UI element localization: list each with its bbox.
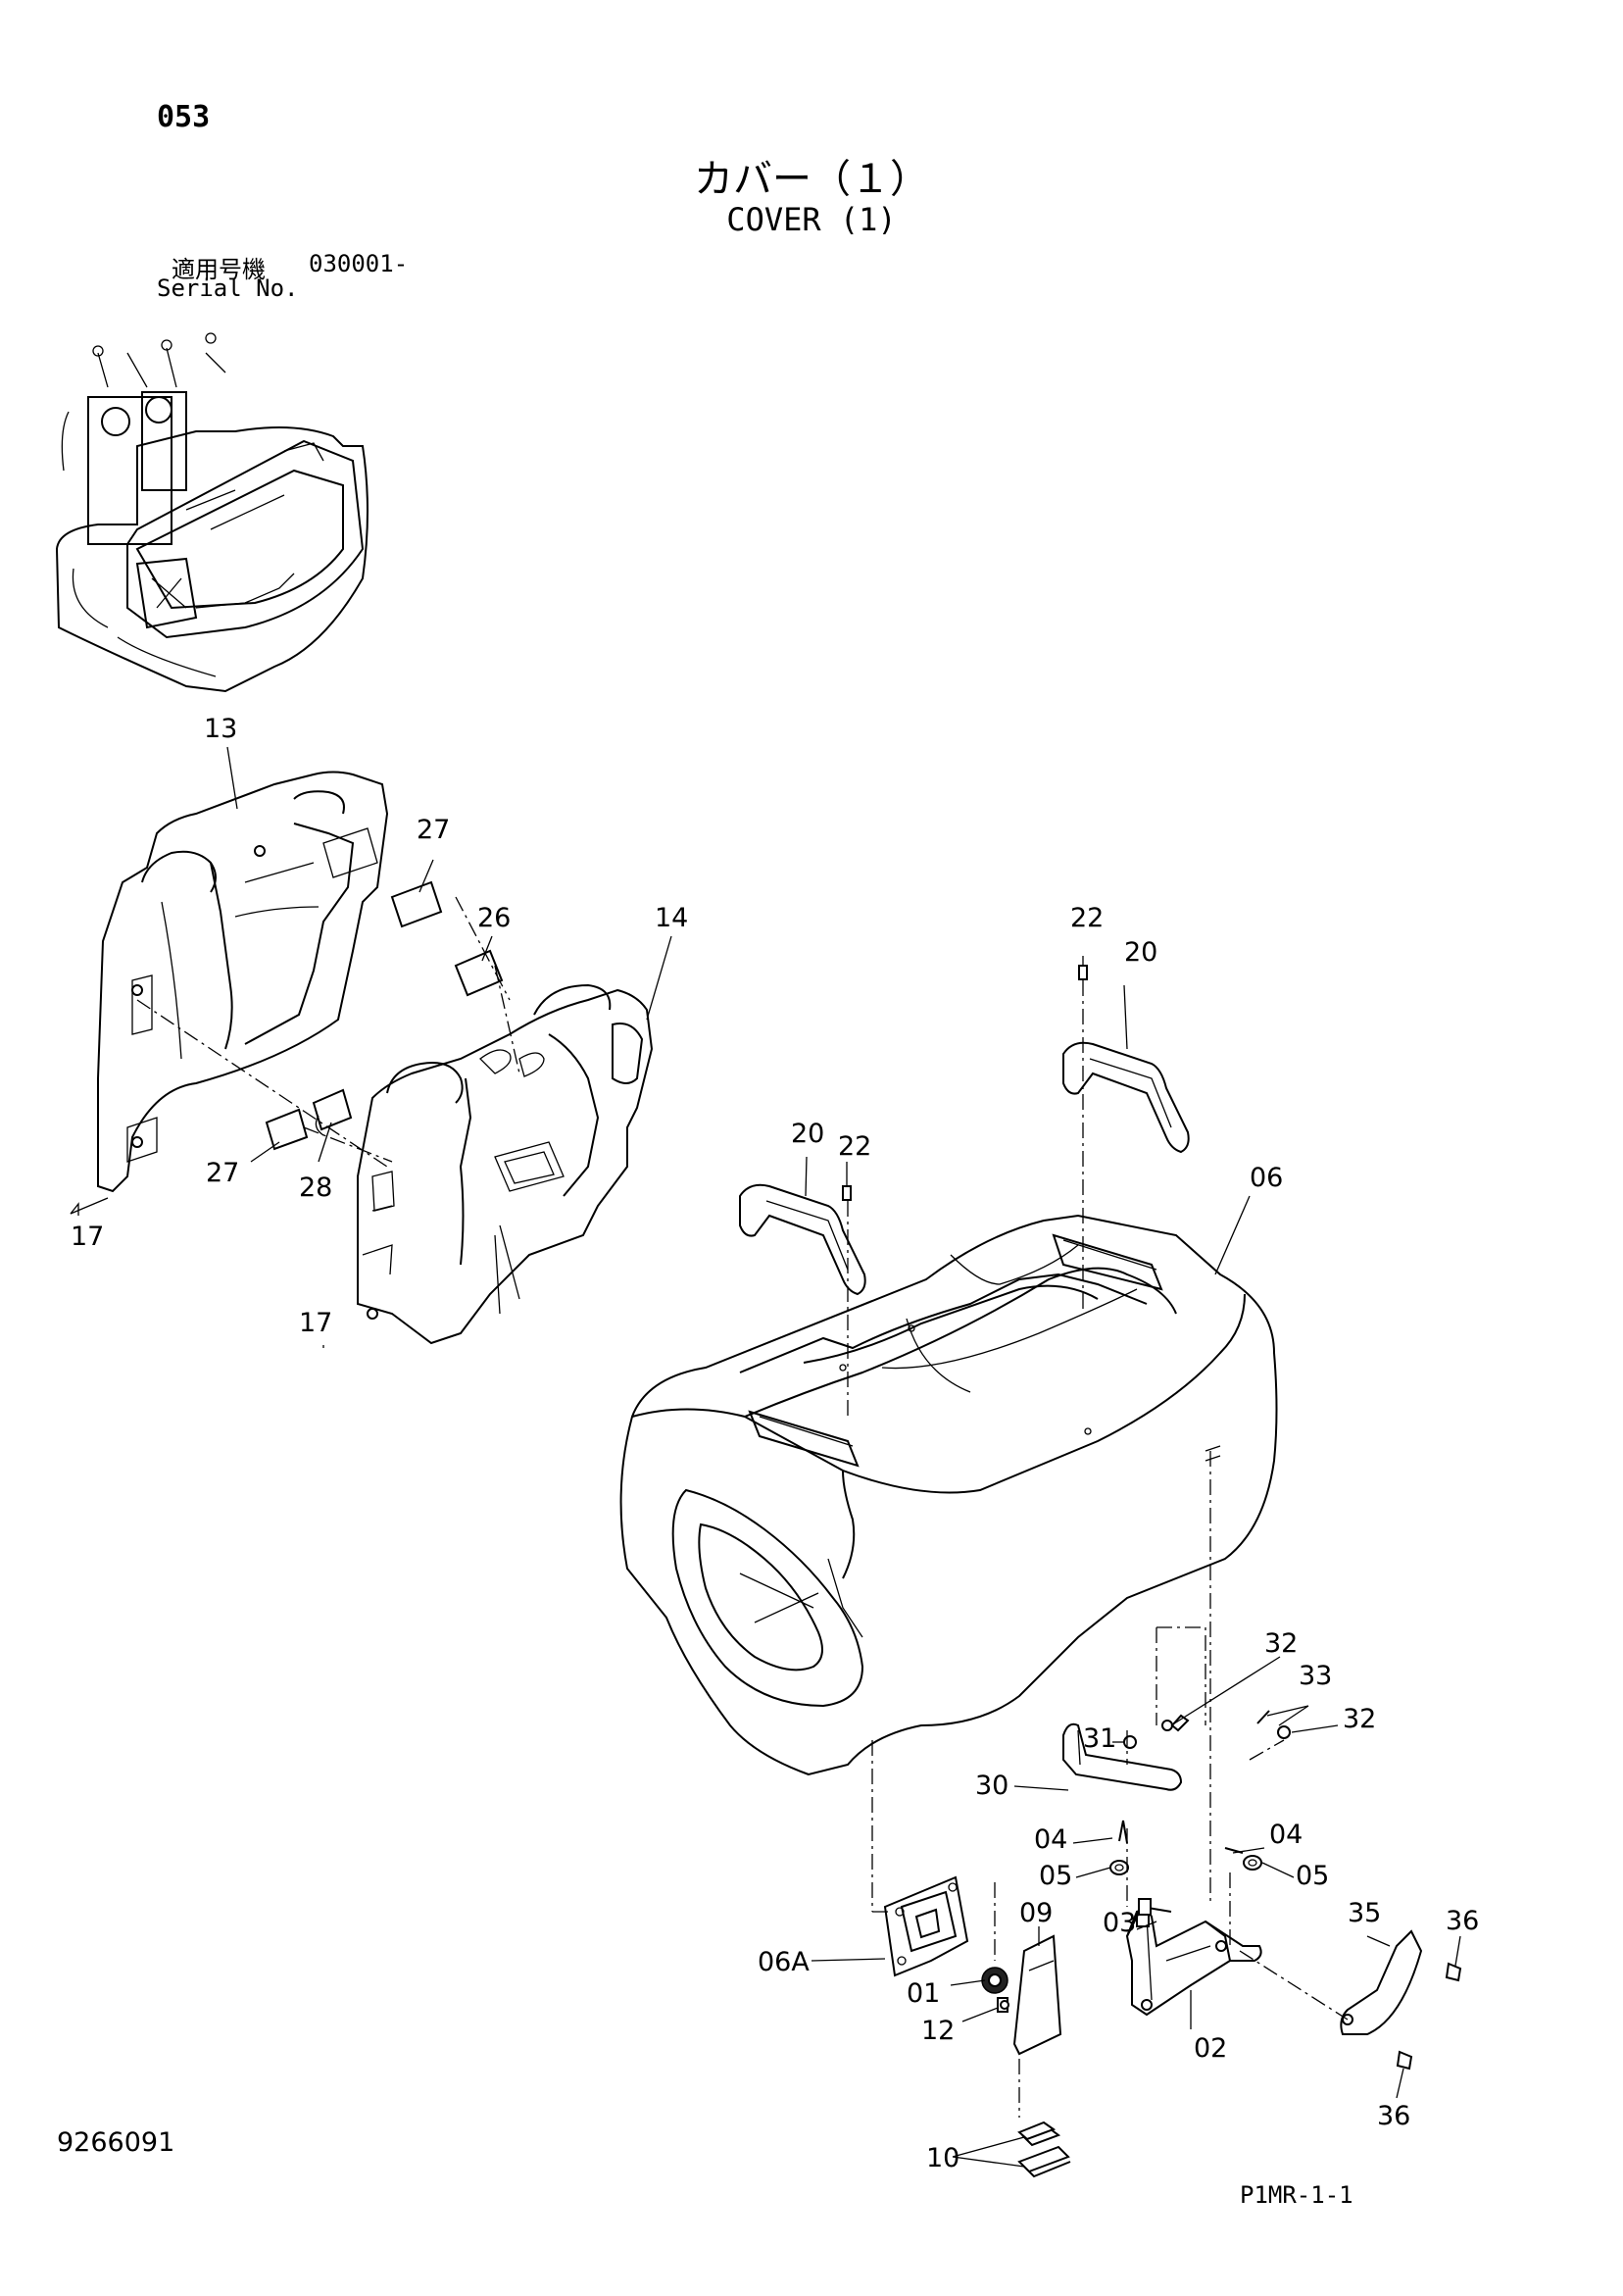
part-14-right-cover — [357, 983, 654, 1345]
title-japanese: カバー（１） — [694, 157, 929, 202]
callout-06: 06 — [1250, 1163, 1283, 1193]
callout-36-upper: 36 — [1446, 1906, 1479, 1936]
latch-hinge-assembly — [1062, 1710, 1462, 2071]
serial-label-japanese: 適用号機 — [172, 256, 266, 283]
reference-code: P1MR-1-1 — [1240, 2181, 1353, 2209]
part-13-left-cover — [97, 771, 389, 1193]
callout-32-upper: 32 — [1264, 1628, 1298, 1659]
callout-20-lower: 20 — [791, 1119, 824, 1149]
callout-05-right: 05 — [1296, 1861, 1329, 1891]
callout-04-right: 04 — [1269, 1820, 1303, 1850]
callout-13: 13 — [204, 714, 237, 744]
callout-04-left: 04 — [1034, 1824, 1067, 1855]
callout-12: 12 — [921, 2016, 955, 2046]
callout-27-lower: 27 — [206, 1158, 239, 1188]
callout-33: 33 — [1299, 1661, 1332, 1691]
machine-overview-illustration — [55, 332, 369, 693]
callout-31: 31 — [1083, 1723, 1116, 1754]
part-06-main-cover — [619, 1214, 1278, 1776]
pads-26-27-28 — [265, 880, 504, 1151]
lock-plate-06A-assembly — [883, 1875, 1071, 2178]
callout-26: 26 — [477, 903, 511, 933]
callout-28: 28 — [299, 1173, 332, 1203]
callout-32-right: 32 — [1343, 1704, 1376, 1734]
serial-label-english: Serial No. — [157, 275, 299, 302]
callout-27-upper: 27 — [417, 815, 450, 845]
callout-36-lower: 36 — [1377, 2101, 1410, 2131]
callout-01: 01 — [907, 1978, 940, 2009]
callout-03: 03 — [1103, 1908, 1136, 1938]
callout-labels: 13 27 26 14 27 28 17 17 22 20 20 22 06 3… — [71, 714, 1479, 2173]
callout-09: 09 — [1019, 1898, 1053, 1928]
callout-20-upper: 20 — [1124, 937, 1157, 968]
callout-22-upper: 22 — [1070, 903, 1104, 933]
page-number: 053 — [157, 100, 211, 134]
serial-value: 030001- — [309, 250, 409, 277]
callout-06A: 06A — [758, 1947, 810, 1977]
callout-10: 10 — [926, 2143, 959, 2173]
title-english: COVER (1) — [726, 201, 897, 238]
callout-35: 35 — [1348, 1898, 1381, 1928]
callout-05-left: 05 — [1039, 1861, 1072, 1891]
callout-22-lower: 22 — [838, 1131, 871, 1162]
callout-17-left: 17 — [71, 1222, 104, 1252]
callout-30: 30 — [975, 1771, 1008, 1801]
callout-leader-lines — [70, 746, 1461, 2168]
alignment-centerlines — [136, 896, 1349, 2118]
document-number: 9266091 — [57, 2127, 175, 2158]
callout-02: 02 — [1194, 2033, 1227, 2064]
callout-17-lower: 17 — [299, 1308, 332, 1338]
callout-14: 14 — [655, 903, 688, 933]
